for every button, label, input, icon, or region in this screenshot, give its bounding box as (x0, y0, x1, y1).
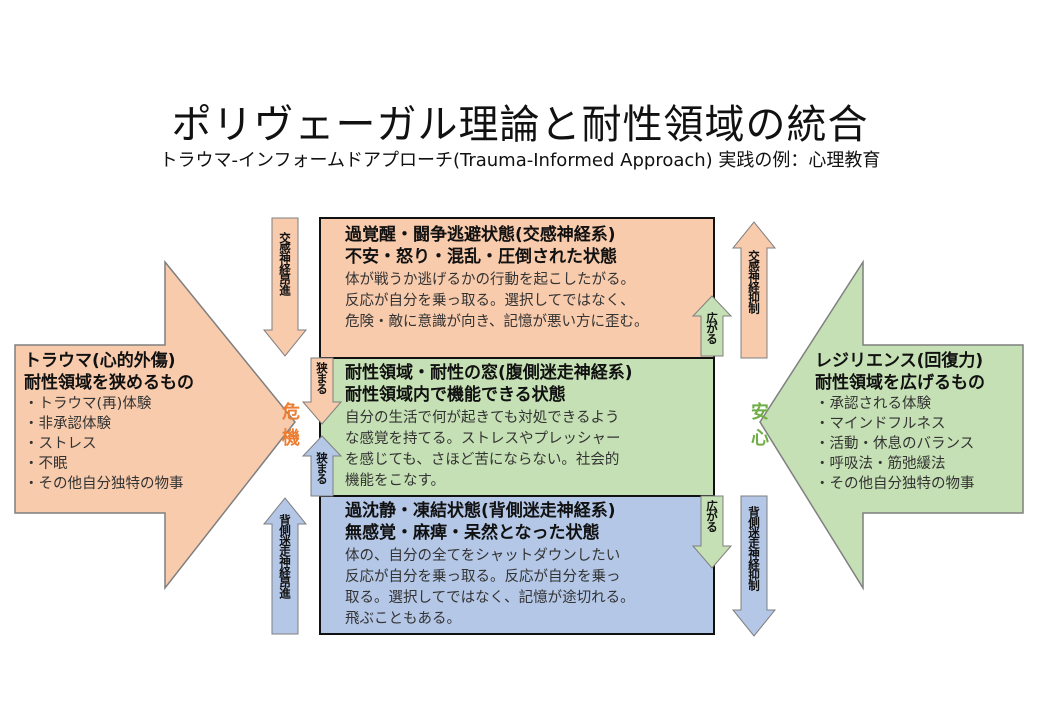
right-item: ・その他自分独特の物事 (815, 476, 975, 492)
narrow-label-1: 狭まる (315, 362, 329, 394)
dorsal-down-label: 背側迷走神経抑制 (747, 506, 761, 590)
crisis-label: 危機 (279, 402, 300, 454)
left-heading-2: 耐性領域を狭めるもの (24, 373, 194, 393)
sympathetic-down-label: 交感神経抑制 (747, 250, 761, 313)
narrow-label-2: 狭まる (315, 452, 329, 484)
hyperarousal-line: 反応が自分を乗っ取る。選択してではなく、 (345, 293, 635, 309)
hypoarousal-line: 反応が自分を乗っ取る。反応が自分を乗っ (345, 569, 621, 585)
left-big-arrow (14, 259, 296, 591)
right-item: ・活動・休息のバランス (815, 436, 975, 452)
window-subtitle: 耐性領域内で機能できる状態 (345, 385, 566, 405)
left-item: ・非承認体験 (24, 416, 111, 432)
hypoarousal-line: 体の、自分の全てをシャットダウンしたい (345, 548, 621, 564)
window-title: 耐性領域・耐性の窓(腹側迷走神経系) (345, 363, 633, 383)
hypoarousal-subtitle: 無感覚・麻痺・呆然となった状態 (345, 523, 600, 543)
left-item: ・トラウマ(再)体験 (24, 396, 152, 412)
sympathetic-down-arrow (731, 221, 777, 359)
box-hypoarousal-bg (319, 495, 715, 635)
dorsal-up-label: 背側迷走神経昂進 (278, 514, 292, 598)
widen-down-arrow (691, 495, 733, 569)
dorsal-up-arrow (262, 497, 308, 635)
right-heading-2: 耐性領域を広げるもの (815, 373, 985, 393)
right-big-arrow (759, 259, 1024, 591)
right-item: ・承認される体験 (815, 396, 931, 412)
widen-label-1: 広がる (705, 312, 719, 344)
box-hyperarousal: 過覚醒・闘争逃避状態(交感神経系) 不安・怒り・混乱・圧倒された状態 体が戦うか… (345, 224, 709, 333)
left-item: ・その他自分独特の物事 (24, 476, 184, 492)
hyperarousal-subtitle: 不安・怒り・混乱・圧倒された状態 (345, 247, 617, 267)
hypoarousal-line: 取る。選択してではなく、記憶が途切れる。 (345, 590, 635, 606)
right-item: ・マインドフルネス (815, 416, 946, 432)
left-item: ・不眠 (24, 456, 68, 472)
window-line: 自分の生活で何が起きても対処できるよう (345, 410, 620, 426)
left-item: ・ストレス (24, 436, 97, 452)
hypoarousal-title: 過沈静・凍結状態(背側迷走神経系) (345, 501, 616, 521)
right-resilience-panel: レジリエンス(回復力) 耐性領域を広げるもの ・承認される体験 ・マインドフルネ… (815, 350, 1025, 494)
sympathetic-up-label: 交感神経昂進 (278, 232, 292, 295)
window-line: を感じても、さほど苦にならない。社会的 (345, 452, 620, 468)
page-title: ポリヴェーガル理論と耐性領域の統合 (171, 102, 869, 148)
left-heading-1: トラウマ(心的外傷) (24, 351, 176, 371)
hyperarousal-line: 体が戦うか逃げるかの行動を起こしたがる。 (345, 272, 635, 288)
dorsal-down-arrow (731, 495, 777, 637)
right-item: ・呼吸法・筋弛緩法 (815, 456, 946, 472)
right-heading-1: レジリエンス(回復力) (815, 351, 984, 371)
hyperarousal-line: 危険・敵に意識が向き、記憶が悪い方に歪む。 (345, 314, 649, 330)
box-window-bg (319, 357, 715, 497)
sympathetic-up-arrow (262, 217, 308, 357)
widen-label-2: 広がる (705, 500, 719, 532)
narrow-up-arrow (301, 435, 343, 497)
hypoarousal-line: 飛ぶこともある。 (345, 611, 461, 627)
box-hypoarousal: 過沈静・凍結状態(背側迷走神経系) 無感覚・麻痺・呆然となった状態 体の、自分の… (345, 500, 695, 630)
hyperarousal-title: 過覚醒・闘争逃避状態(交感神経系) (345, 225, 616, 245)
safety-label: 安心 (748, 402, 769, 454)
window-line: な感覚を持てる。ストレスやプレッシャー (345, 431, 621, 447)
box-window-of-tolerance: 耐性領域・耐性の窓(腹側迷走神経系) 耐性領域内で機能できる状態 自分の生活で何… (345, 362, 695, 492)
page-subtitle: トラウマ-インフォームドアプローチ(Trauma-Informed Approa… (159, 150, 881, 171)
widen-up-arrow (691, 295, 733, 357)
window-line: 機能をこなす。 (345, 473, 446, 489)
narrow-down-arrow (301, 357, 343, 425)
left-trauma-panel: トラウマ(心的外傷) 耐性領域を狭めるもの ・トラウマ(再)体験 ・非承認体験 … (24, 350, 254, 494)
